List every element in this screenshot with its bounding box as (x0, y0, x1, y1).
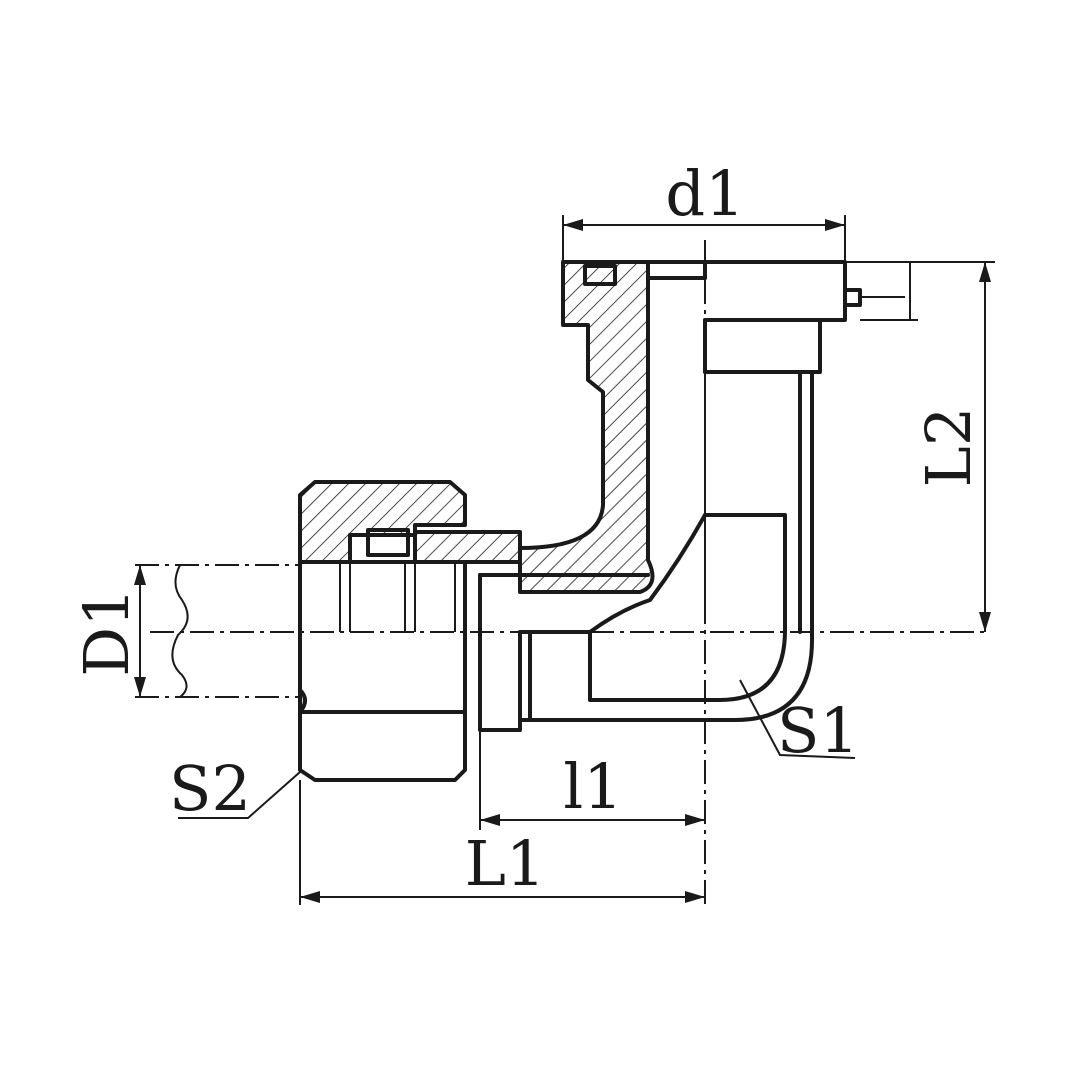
elbow-bore (588, 513, 787, 702)
cutting-ring (366, 528, 410, 557)
oring-groove (583, 264, 617, 286)
label-l1: l1 (563, 750, 622, 823)
flange-ring (703, 318, 822, 374)
label-D1: D1 (70, 587, 143, 676)
dimension-lines (134, 215, 995, 905)
vertical-leg-section (518, 260, 655, 594)
label-S2: S2 (169, 752, 251, 825)
swivel-nut (298, 480, 522, 782)
label-S1: S1 (777, 694, 859, 767)
tube (135, 564, 300, 698)
centre-lines (150, 240, 990, 905)
label-L1: L1 (465, 827, 546, 900)
horizontal-leg (478, 573, 650, 732)
label-d1: d1 (665, 157, 744, 230)
label-L2: L2 (912, 407, 985, 488)
dimension-labels: d1 L2 D1 S1 S2 l1 L1 (70, 157, 985, 900)
